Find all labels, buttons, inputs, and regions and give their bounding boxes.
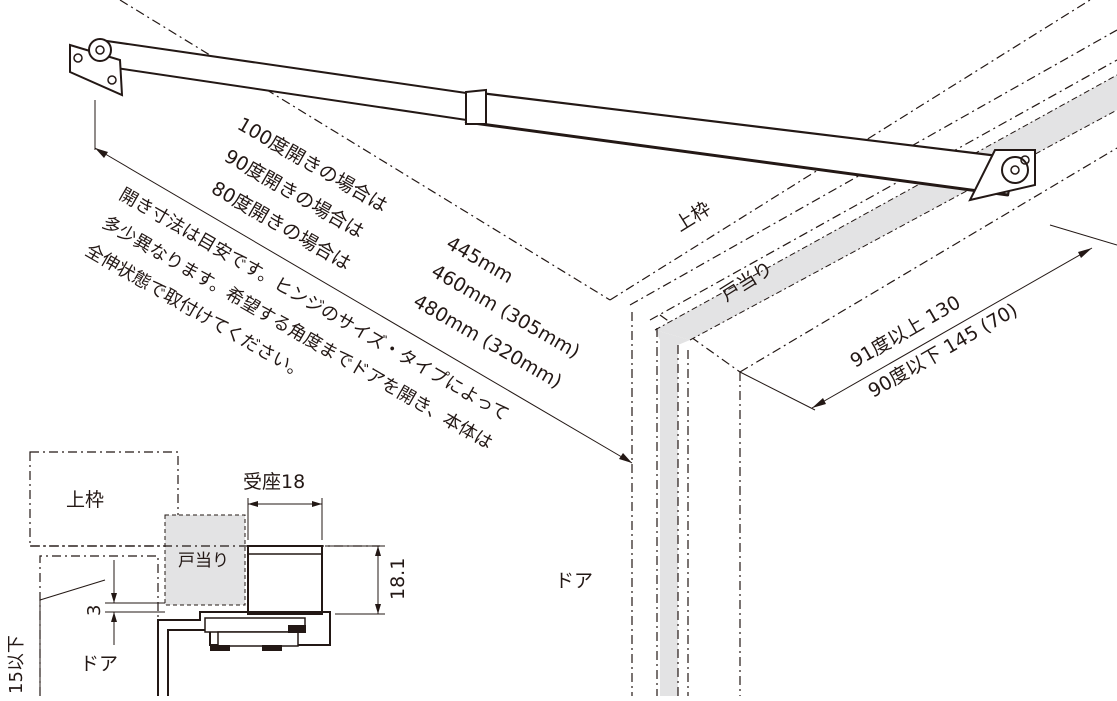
detail-door-label: ドア — [80, 653, 118, 675]
detail-frame-top-label: 上枠 — [66, 489, 104, 511]
detail-gap-value: 3 — [84, 605, 105, 616]
closer-arm — [69, 38, 1036, 202]
bracket-right — [968, 149, 1036, 202]
bracket-left — [69, 38, 124, 97]
note-line-2: 多少異なります。希望する角度までドアを開き、本体は — [99, 212, 497, 454]
side-dimension-line — [739, 224, 1117, 411]
detail-stop-label: 戸当り — [178, 551, 229, 571]
detail-section: 上枠 戸当り ドア 受座18 18.1 — [6, 451, 409, 696]
frame-top-label: 上枠 — [671, 197, 715, 236]
door-edge-lines — [631, 312, 741, 696]
side-dimension-text: 91度以上 130 90度以下 145 (70) — [847, 292, 1022, 403]
door-stop-band — [654, 74, 1117, 696]
detail-height-value: 18.1 — [387, 558, 409, 600]
detail-seat-label: 受座18 — [243, 471, 305, 493]
open-dimension-line — [94, 100, 633, 464]
door-label: ドア — [555, 570, 593, 592]
detail-edge-value: 15以下 — [6, 635, 27, 694]
